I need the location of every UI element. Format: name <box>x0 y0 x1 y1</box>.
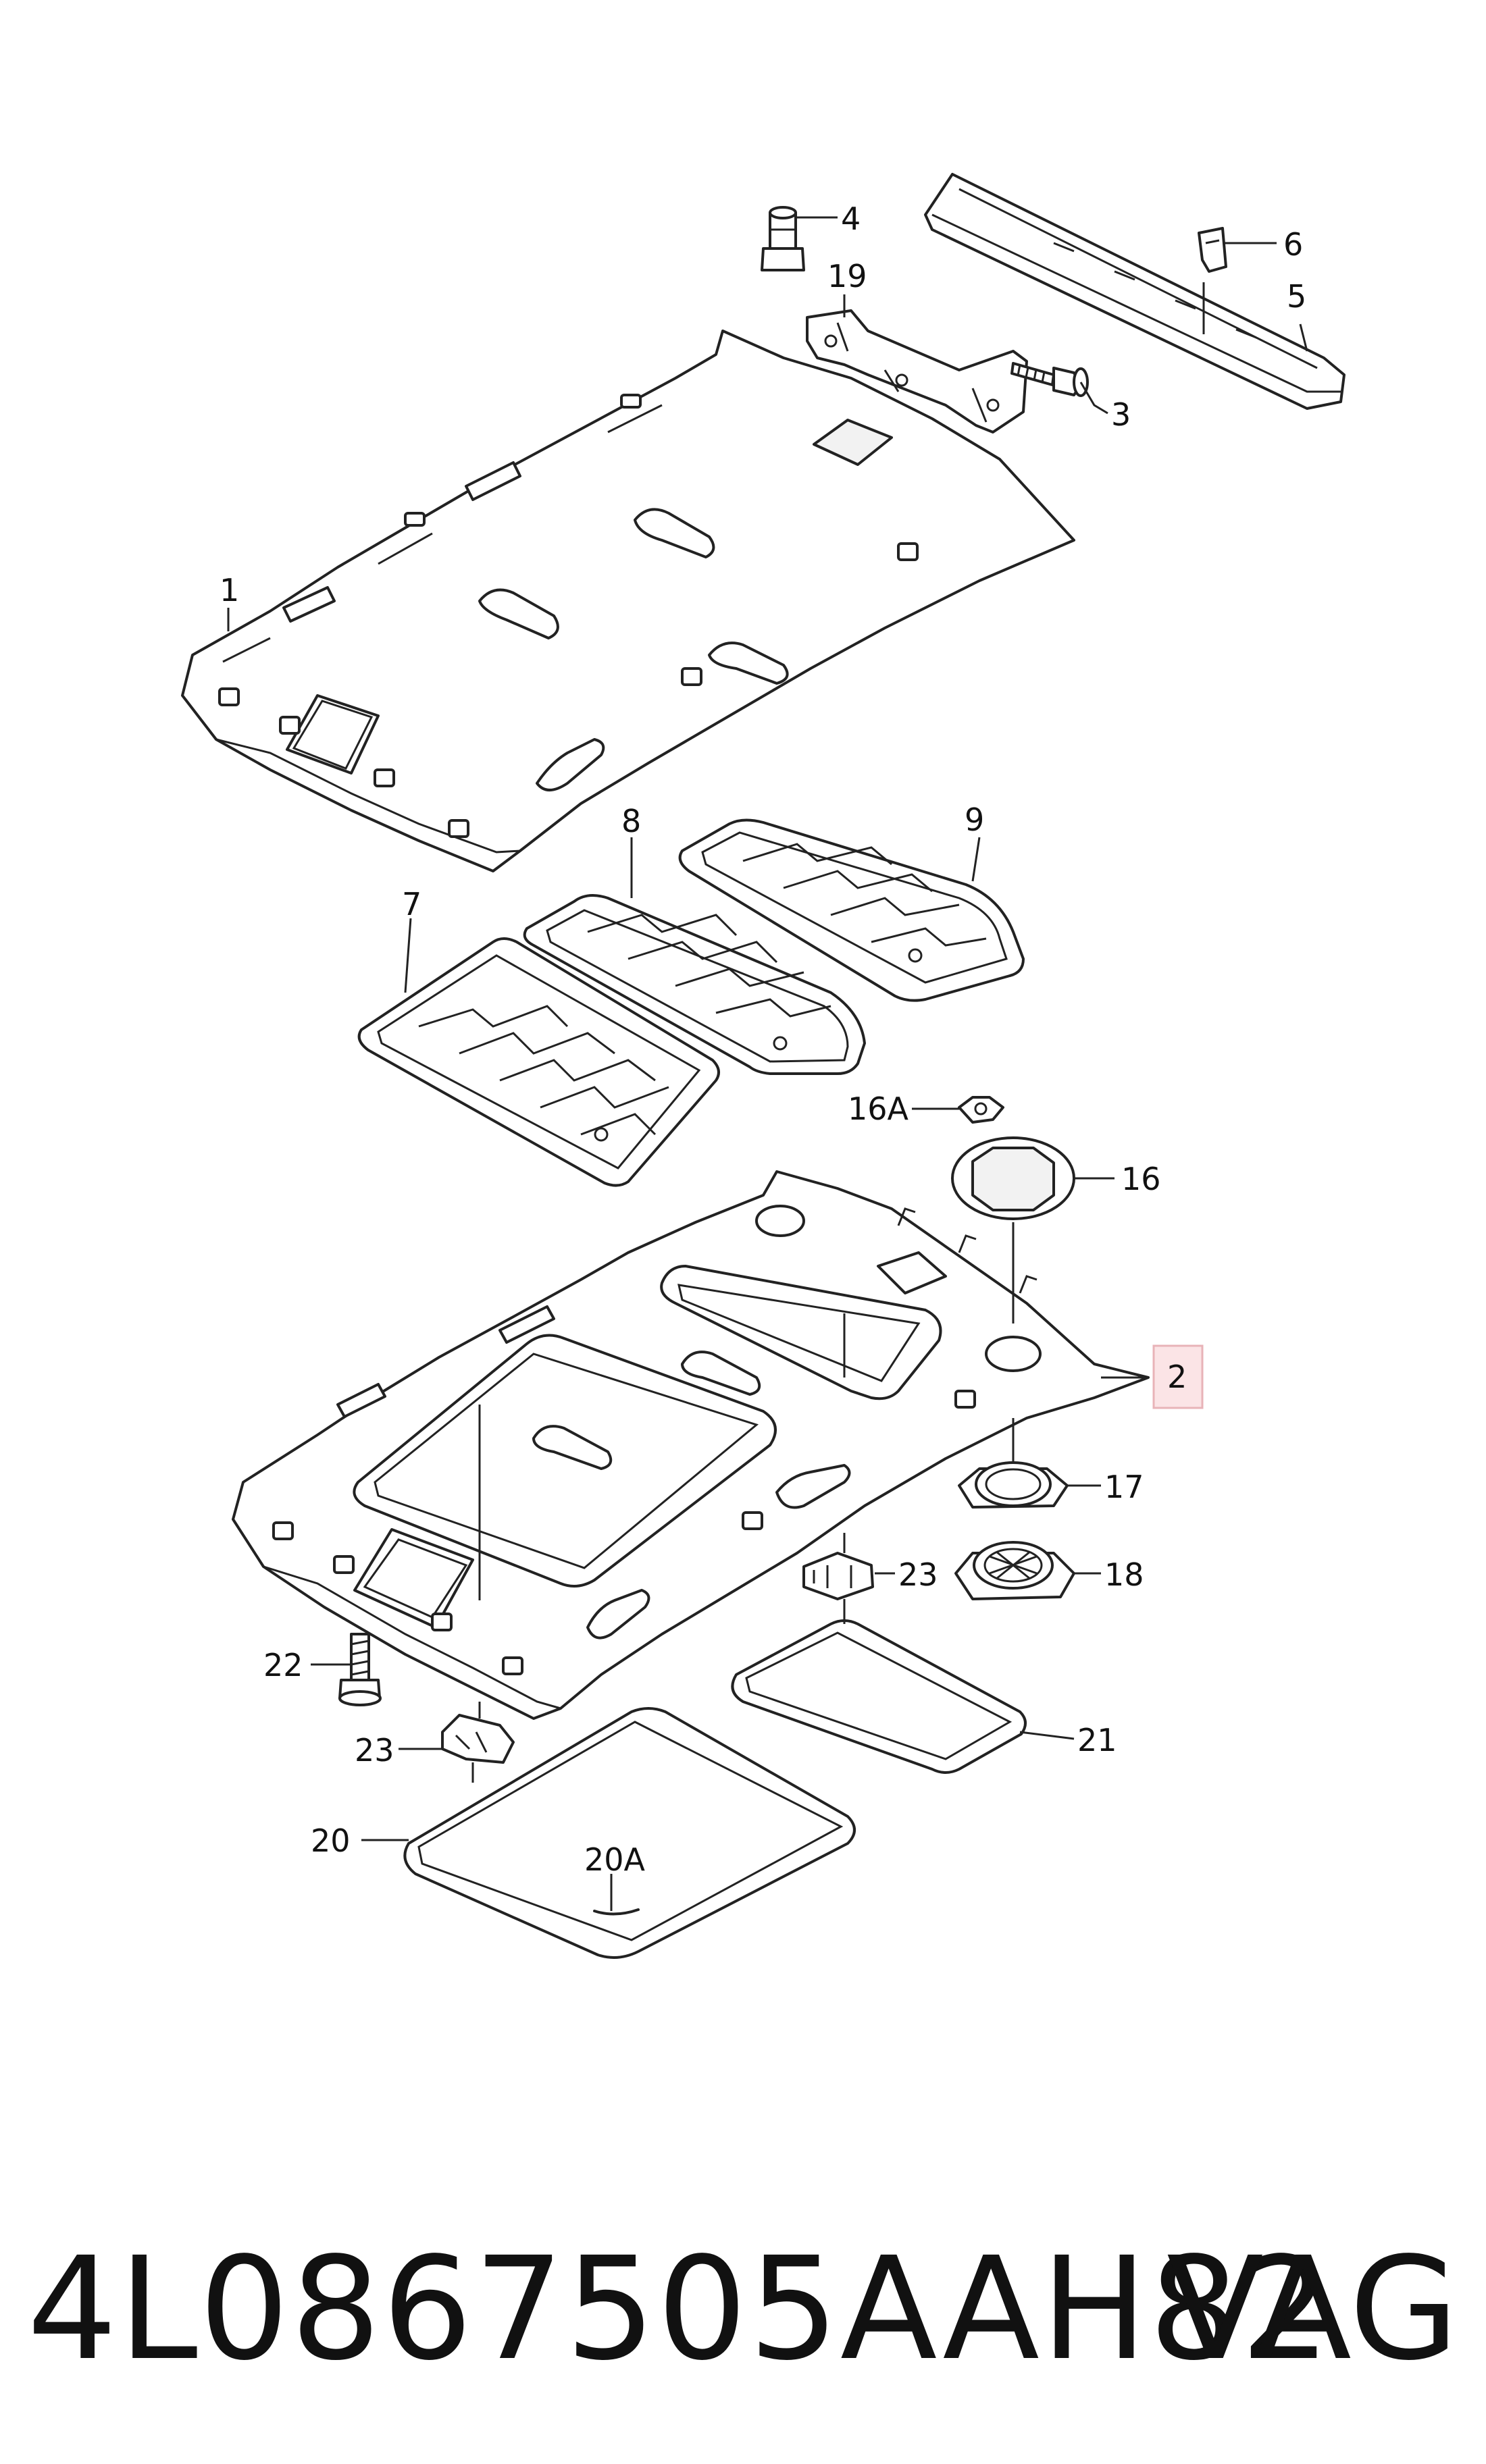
callout-21: 21 <box>1077 1722 1117 1758</box>
callout-20: 20 <box>311 1823 351 1859</box>
part-6-clip <box>1198 227 1227 273</box>
brand-label: VAG <box>1167 2226 1459 2392</box>
callout-6: 6 <box>1283 226 1303 263</box>
callout-23-left: 23 <box>355 1732 394 1768</box>
callout-23-right: 23 <box>898 1556 938 1593</box>
callout-16: 16 <box>1121 1161 1161 1197</box>
callout-8: 8 <box>621 803 641 839</box>
part-3-screw <box>1010 362 1089 397</box>
part-2-headliner <box>232 1170 1150 1720</box>
part-1-headliner <box>181 330 1075 872</box>
callout-1: 1 <box>220 572 239 608</box>
part-9-pad <box>678 818 1025 1002</box>
callout-9: 9 <box>965 802 984 838</box>
callout-3: 3 <box>1111 396 1131 433</box>
callout-2-highlight-box <box>1152 1344 1204 1409</box>
part-19-bracket <box>806 309 1028 434</box>
callout-7: 7 <box>402 886 421 922</box>
callout-19: 19 <box>827 258 867 294</box>
callout-22: 22 <box>263 1647 303 1683</box>
part-17-speaker-ring <box>958 1461 1069 1509</box>
part-5-roof-trim <box>924 173 1346 410</box>
part-16a-clip <box>958 1096 1004 1124</box>
part-number: 4L0867505AAH82 <box>27 2226 1333 2392</box>
part-18-speaker <box>954 1541 1075 1600</box>
part-21-seal <box>731 1619 1027 1774</box>
footer: 4L0867505AAH82 VAG <box>0 2222 1486 2397</box>
callout-4: 4 <box>841 201 861 237</box>
part-4-nut <box>761 206 805 271</box>
part-23-clip-b <box>441 1714 515 1764</box>
callout-5: 5 <box>1287 278 1306 315</box>
callout-2: 2 <box>1167 1359 1187 1395</box>
part-22-screw <box>338 1633 382 1706</box>
part-7-pad <box>357 937 720 1187</box>
callout-20a: 20A <box>584 1841 646 1878</box>
part-20-seal <box>403 1707 856 1959</box>
callout-labels: 1 4 19 3 6 5 7 8 9 16A 16 2 17 18 23 21 … <box>220 201 1306 1878</box>
leader-lines <box>227 216 1308 1911</box>
callout-16a: 16A <box>848 1091 909 1127</box>
callout-17: 17 <box>1104 1469 1144 1505</box>
part-16-ring <box>951 1136 1075 1220</box>
part-23-clip-a <box>802 1552 874 1600</box>
part-8-pad <box>523 894 866 1075</box>
callout-18: 18 <box>1104 1556 1144 1593</box>
